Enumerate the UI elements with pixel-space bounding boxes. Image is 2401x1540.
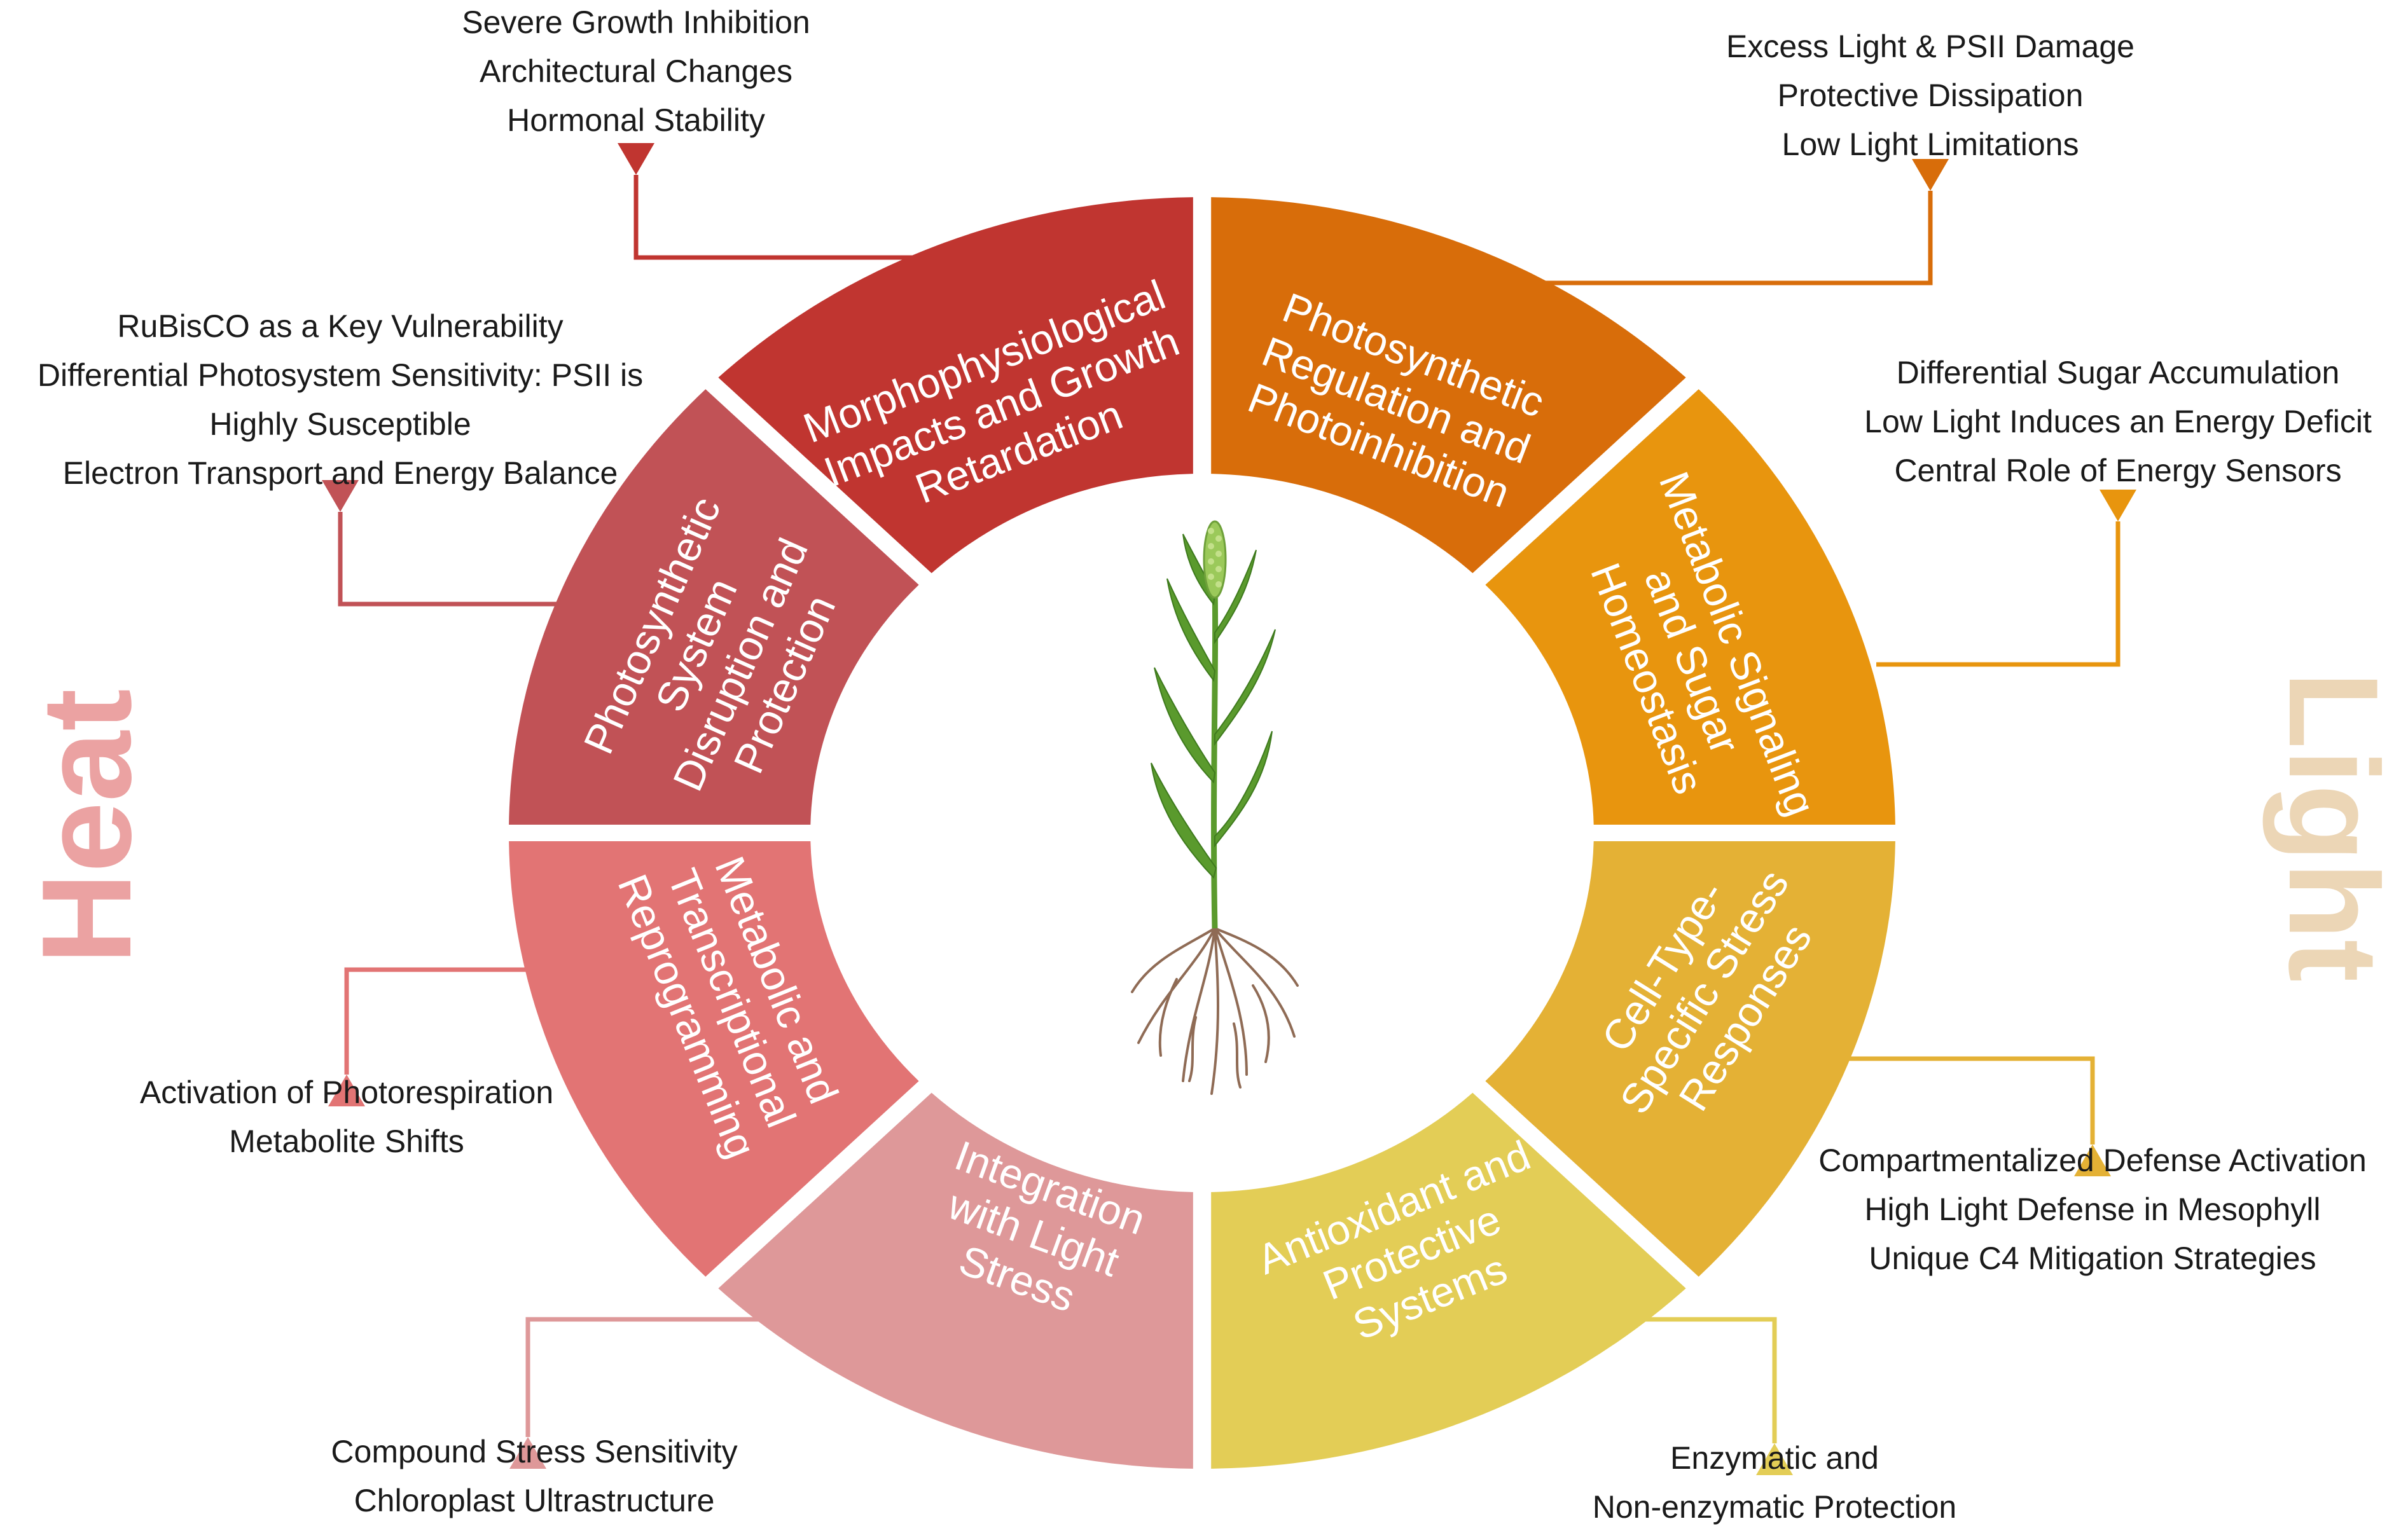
spike-grain: [1215, 551, 1222, 557]
root: [1214, 927, 1296, 1038]
root: [1188, 1016, 1197, 1082]
callout-line: Differential Photosystem Sensitivity: PS…: [38, 357, 643, 393]
root: [1137, 927, 1216, 1044]
segment-integration: [718, 1092, 1193, 1469]
callout-line: Protective Dissipation: [1778, 78, 2084, 113]
spike-grain: [1208, 528, 1214, 534]
callout-line: Low Light Limitations: [1782, 127, 2079, 162]
root: [1214, 927, 1299, 987]
callout-line: RuBisCO as a Key Vulnerability: [117, 308, 563, 344]
callout-connector: [633, 175, 960, 260]
root: [1131, 927, 1216, 993]
spike-head: [1203, 520, 1227, 599]
segment-label-integration: Integrationwith LightStress: [916, 1132, 1151, 1335]
callout-line: Activation of Photorespiration: [140, 1075, 553, 1110]
triangle-marker-icon: [509, 1437, 546, 1469]
triangle-marker-icon: [1912, 159, 1949, 191]
segment-label-photosys_heat: PhotosyntheticSystemDisruption andProtec…: [574, 490, 862, 819]
leaf: [1214, 629, 1276, 746]
callout-connector: [525, 1317, 840, 1437]
spike-grain: [1215, 535, 1222, 542]
root: [1182, 927, 1216, 1082]
leaf: [1154, 667, 1216, 784]
callout-line: Severe Growth Inhibition: [462, 4, 810, 40]
callout-connector: [1876, 521, 2121, 667]
triangle-marker-icon: [328, 1075, 365, 1106]
segment-metabolic_light: [1485, 389, 1895, 825]
triangle-marker-icon: [2100, 490, 2136, 521]
callout-connector: [344, 967, 560, 1075]
callout-line: Excess Light & PSII Damage: [1726, 29, 2135, 64]
callout-line: Central Role of Energy Sensors: [1894, 453, 2341, 488]
callout-line: Unique C4 Mitigation Strategies: [1869, 1241, 2316, 1276]
spike-grain: [1215, 566, 1222, 572]
triangle-marker-icon: [2074, 1145, 2111, 1176]
root: [1252, 984, 1270, 1063]
ring-segments: [509, 197, 1895, 1469]
callout-line: Electron Transport and Energy Balance: [63, 455, 618, 491]
callout-line: Non-enzymatic Protection: [1593, 1489, 1956, 1525]
callout-connector: [1590, 1317, 1777, 1443]
callout-connector: [1520, 191, 1933, 285]
segment-photosyn_light: [1211, 197, 1686, 574]
callout-line: Differential Sugar Accumulation: [1897, 355, 2340, 390]
root: [1158, 978, 1178, 1057]
leaf: [1151, 762, 1217, 879]
callout-line: High Light Defense in Mesophyll: [1864, 1192, 2320, 1227]
triangle-marker-icon: [1756, 1443, 1793, 1475]
callout-line: Compound Stress Sensitivity: [331, 1434, 737, 1469]
segment-metabolic_heat: [509, 841, 919, 1277]
callout-line: Metabolite Shifts: [229, 1124, 464, 1159]
root: [1214, 927, 1248, 1076]
callout-line: Architectural Changes: [480, 53, 792, 89]
callout-line: Chloroplast Ultrastructure: [354, 1483, 715, 1518]
segment-antioxidant: [1211, 1092, 1686, 1469]
segment-morpho: [718, 197, 1193, 574]
callout-line: Highly Susceptible: [209, 406, 471, 442]
callout-line: Low Light Induces an Energy Deficit: [1864, 404, 2372, 439]
callout-connector: [338, 512, 585, 607]
leaf: [1166, 578, 1216, 682]
triangle-marker-icon: [322, 480, 359, 512]
plant-illustration: [1131, 520, 1299, 1095]
spike-grain: [1208, 543, 1214, 549]
spike-grain: [1208, 574, 1214, 580]
heat-side-label: Heat: [16, 689, 158, 965]
callout-line: Hormonal Stability: [507, 102, 765, 138]
triangle-marker-icon: [618, 143, 654, 175]
callout-connector: [1844, 1056, 2095, 1145]
segment-photosys_heat: [509, 389, 919, 825]
spike-grain: [1208, 558, 1214, 565]
leaf: [1214, 549, 1257, 645]
leaf: [1214, 731, 1273, 848]
roots: [1131, 927, 1299, 1095]
light-side-label: Light: [2262, 671, 2401, 982]
callout-line: Enzymatic and: [1670, 1440, 1879, 1476]
segment-celltype: [1485, 841, 1895, 1277]
callout-line: Compartmentalized Defense Activation: [1818, 1143, 2367, 1178]
root: [1210, 927, 1219, 1095]
root: [1233, 1022, 1242, 1089]
seed-spike: [1203, 520, 1227, 599]
spike-grain: [1215, 581, 1222, 588]
